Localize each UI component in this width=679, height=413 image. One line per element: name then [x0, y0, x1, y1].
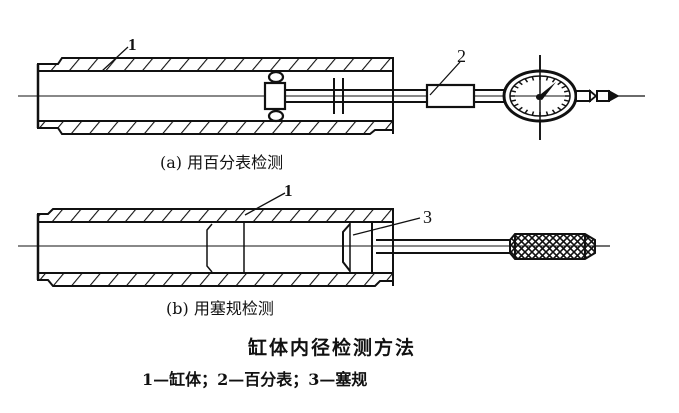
dial-tick — [518, 106, 523, 111]
callout-label-1b: 1 — [284, 181, 293, 200]
dial-tick — [557, 106, 562, 111]
knurled-handle — [509, 233, 596, 260]
callout-label-2: 2 — [457, 46, 466, 66]
dial-tick — [513, 103, 519, 107]
dial-tick — [545, 76, 549, 81]
dial-tick — [561, 103, 567, 107]
cylinder-body-a — [36, 57, 394, 135]
dial-tick — [518, 81, 523, 86]
dial-tick — [551, 78, 556, 83]
cylinder-bottom-wall-b — [37, 272, 394, 287]
dial-tick — [563, 99, 570, 102]
callout-leader-3 — [352, 217, 421, 236]
callout-label-1a: 1 — [128, 35, 137, 54]
dial-tick — [510, 99, 517, 102]
callout-leader-1a — [101, 46, 129, 72]
panel-b: 1 3 (b) 用塞规检测 — [18, 181, 610, 318]
dial-tick — [551, 109, 556, 114]
callout-leader-2 — [429, 61, 461, 96]
callout-label-3: 3 — [423, 207, 432, 227]
dial-tick — [524, 109, 529, 114]
cylinder-top-wall-a — [37, 57, 394, 72]
figure-title: 缸体内径检测方法 — [248, 336, 416, 359]
dial-tick — [557, 81, 562, 86]
dial-tick — [561, 85, 567, 89]
dial-tick — [545, 111, 549, 116]
dial-tick — [524, 78, 529, 83]
plug-gauge — [342, 223, 610, 272]
cylinder-bottom-wall-a — [37, 120, 394, 135]
dial-tick — [510, 90, 517, 93]
extension-collar — [425, 83, 476, 109]
dial-tick — [563, 90, 570, 93]
dial-indicator — [502, 55, 645, 140]
dial-tick — [531, 76, 535, 81]
figure-legend: 1—缸体；2—百分表；3—塞规 — [142, 370, 367, 389]
cylinder-top-wall-b — [37, 208, 394, 223]
callout-leader-1b — [244, 192, 286, 216]
cylinder-body-b — [36, 208, 394, 287]
dial-tick — [513, 85, 519, 89]
panel-a: 1 2 (a) 用百分表检测 — [18, 35, 645, 172]
caption-b: (b) 用塞规检测 — [166, 299, 274, 318]
caption-a: (a) 用百分表检测 — [160, 153, 283, 172]
dial-tick — [531, 111, 535, 116]
measuring-head — [263, 70, 430, 123]
